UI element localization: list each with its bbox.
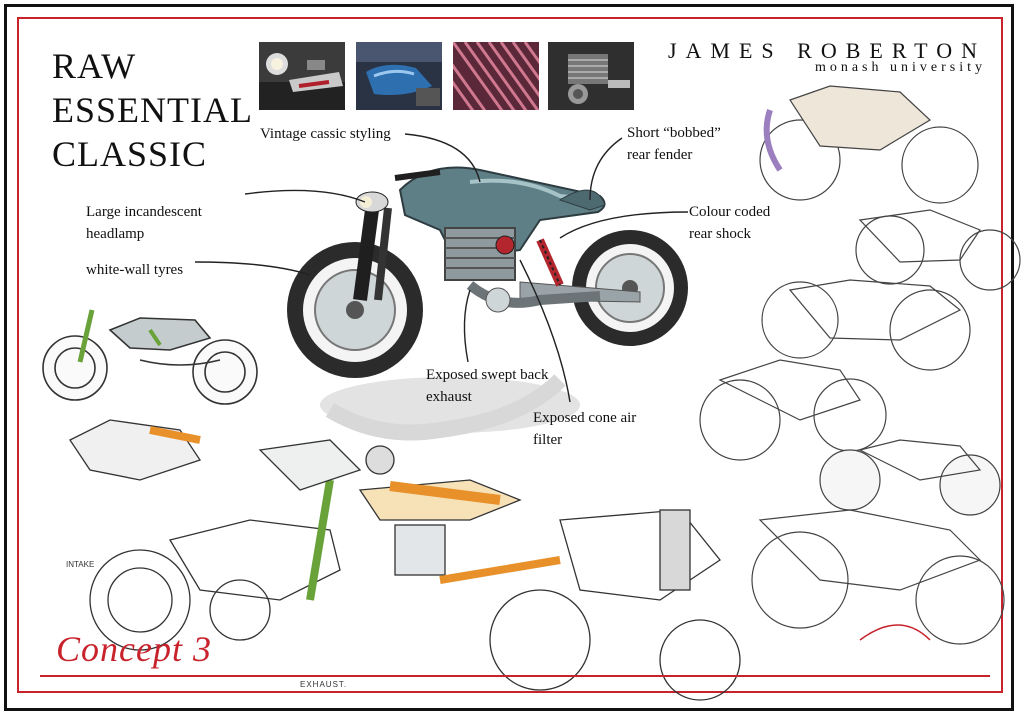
school-name: monash university	[814, 60, 986, 75]
fabric-texture-photo	[453, 42, 539, 110]
callout-tyres: white-wall tyres	[86, 262, 184, 278]
sketch-note-intake: INTAKE	[66, 560, 95, 569]
callout-headlamp-line-1: Large incandescent	[86, 204, 202, 220]
engine-photo	[548, 42, 634, 110]
air-filter-cone	[495, 235, 515, 255]
small-bike-sketch	[42, 309, 258, 405]
callout-fender-line-2: rear fender	[627, 147, 693, 163]
callout-fender-line-1: Short “bobbed”	[627, 125, 721, 141]
callout-exhaust-line-1: Exposed swept back	[426, 367, 549, 383]
title-line-2: ESSENTIAL	[52, 90, 253, 130]
rear-fender	[558, 189, 606, 211]
bottom-bike-sketches	[69, 419, 741, 701]
callout-lines	[194, 133, 689, 403]
callout-shock-line-2: rear shock	[689, 226, 752, 242]
sketch-note-exhaust: EXHAUST.	[300, 680, 348, 689]
callout-vintage-styling: Vintage cassic styling	[260, 126, 391, 142]
concept-label: Concept 3	[56, 629, 212, 669]
handlebar	[394, 169, 441, 181]
front-fork	[353, 209, 379, 301]
callout-shock-line-1: Colour coded	[689, 204, 771, 220]
title-line-3: CLASSIC	[52, 134, 208, 174]
callout-exhaust-line-2: exhaust	[426, 389, 472, 405]
callout-airfilter-line-2: filter	[533, 432, 563, 448]
right-bike-sketches	[699, 85, 1021, 645]
main-bike-render	[287, 166, 688, 378]
designer-name: JAMES ROBERTON	[667, 38, 986, 63]
shadow-swoosh	[325, 374, 566, 441]
title-line-1: RAW	[52, 46, 137, 86]
outer-frame	[4, 4, 1014, 711]
motorcycle-photo-headlamp	[259, 42, 345, 110]
callout-airfilter-line-1: Exposed cone air	[533, 410, 637, 426]
callout-headlamp-line-2: headlamp	[86, 226, 145, 242]
engine-cover	[485, 287, 511, 313]
inner-red-frame	[17, 17, 1003, 693]
motorcycle-photo-tank	[356, 42, 442, 110]
